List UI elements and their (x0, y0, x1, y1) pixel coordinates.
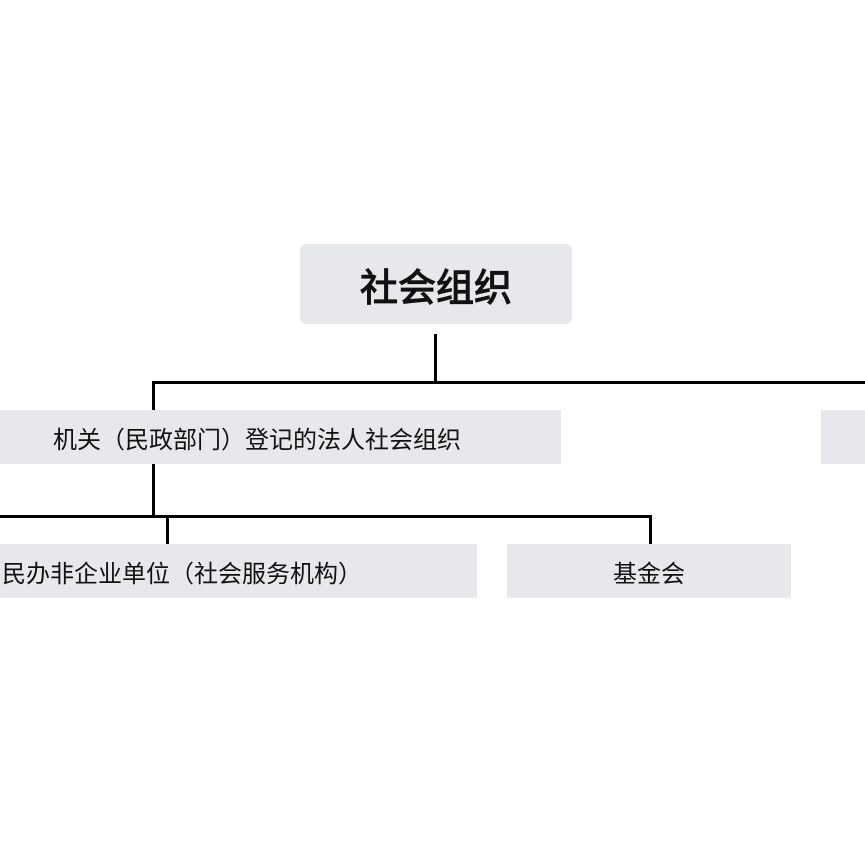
level1-node-partial (821, 410, 865, 464)
level1-node-legal-entity: 机关（民政部门）登记的法人社会组织 (0, 410, 561, 464)
connector-root-down (434, 334, 437, 384)
level2-node-label: 基金会 (613, 559, 685, 588)
connector-level1-horizontal (152, 381, 865, 384)
level2-node-social-service: 民办非企业单位（社会服务机构） (0, 544, 477, 598)
root-node: 社会组织 (300, 244, 572, 324)
connector-level2-horizontal (0, 515, 652, 518)
connector-level1-down (152, 464, 155, 518)
connector-level1-left-drop (152, 381, 155, 410)
root-node-label: 社会组织 (359, 265, 512, 310)
level2-node-foundation: 基金会 (507, 544, 791, 598)
level2-node-label: 民办非企业单位（社会服务机构） (2, 559, 362, 588)
connector-level2-right-drop (649, 515, 652, 544)
level1-node-label: 机关（民政部门）登记的法人社会组织 (53, 425, 461, 454)
connector-level2-left-drop (166, 515, 169, 544)
